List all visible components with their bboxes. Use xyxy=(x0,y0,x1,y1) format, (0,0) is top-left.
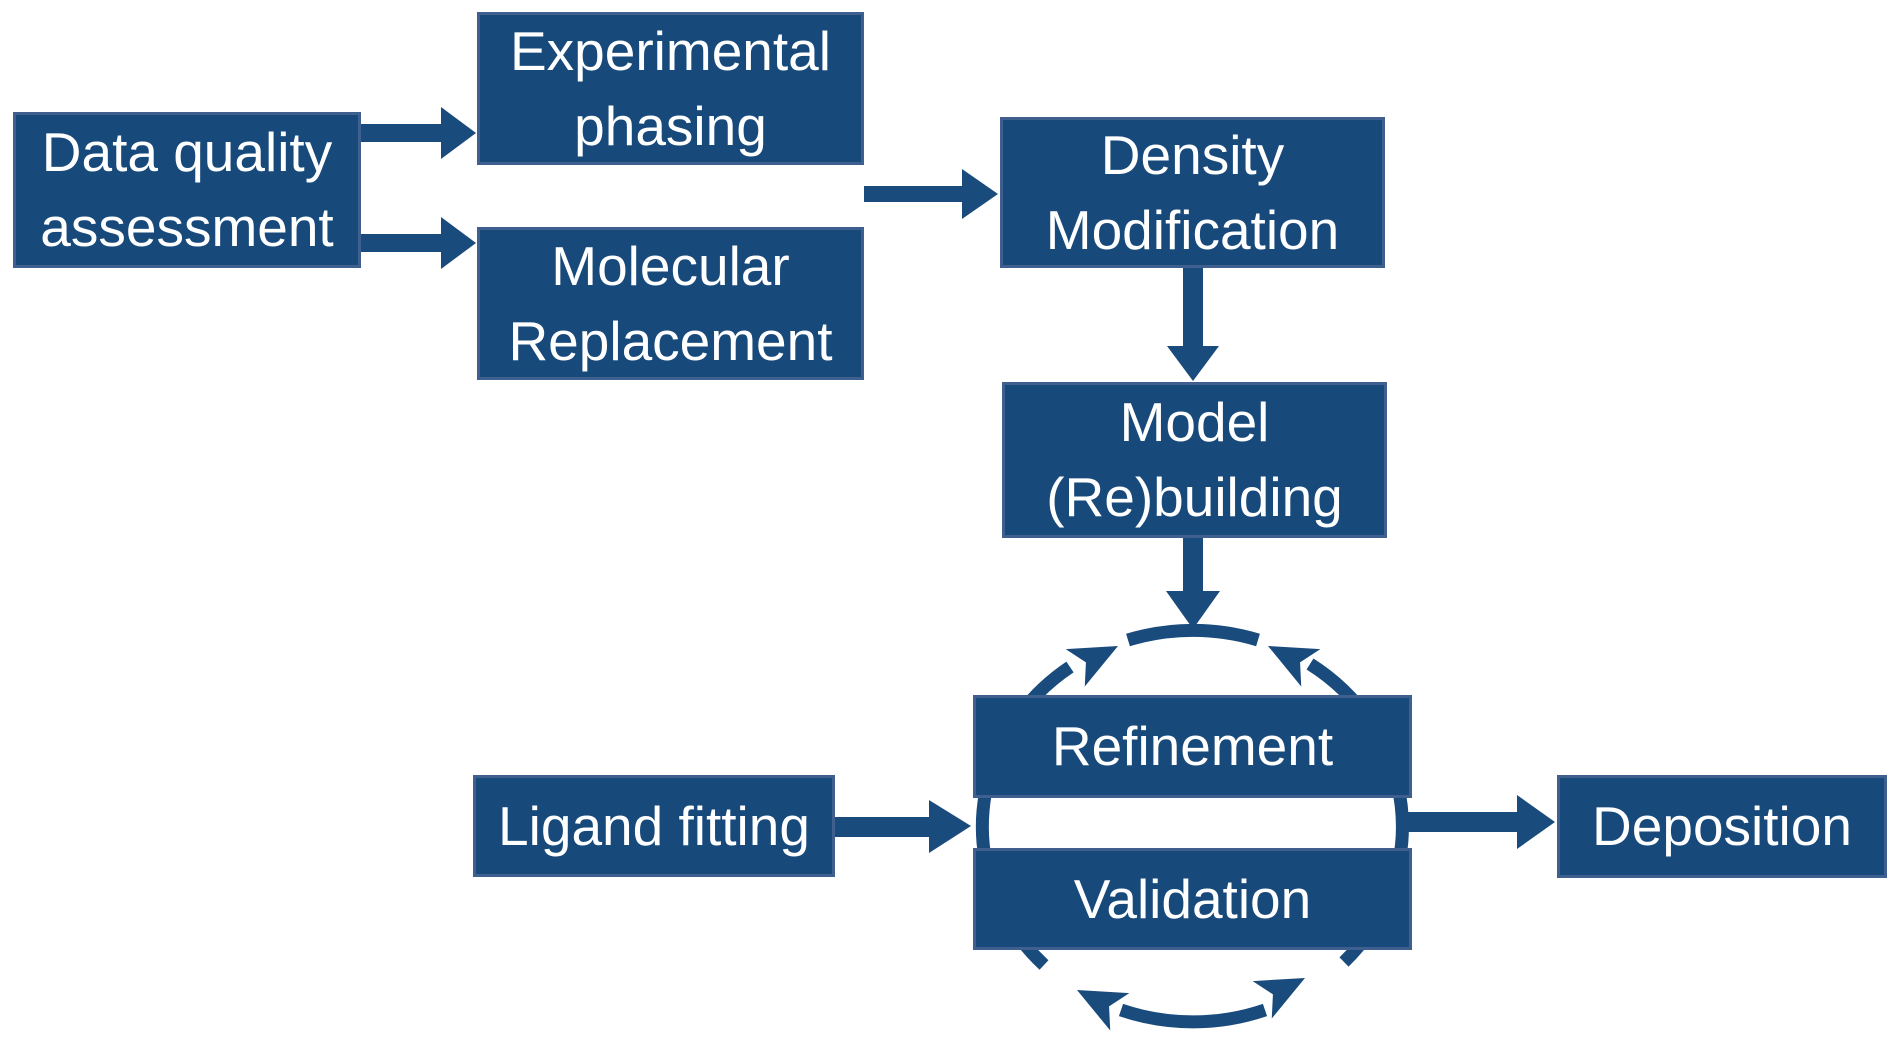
cycle-arc-bottom xyxy=(1118,1003,1268,1029)
node-label: Deposition xyxy=(1592,795,1852,857)
cycle-arrowhead-top-right xyxy=(1268,646,1321,687)
node-label-line: (Re)building xyxy=(1046,466,1343,528)
cycle-arrowhead-bottom-left xyxy=(1077,990,1130,1031)
node-label-line: phasing xyxy=(574,94,767,157)
node-label-line: Replacement xyxy=(508,309,833,372)
arrow-data-quality-to-experimental-phasing xyxy=(361,107,476,159)
node-label-line: assessment xyxy=(40,196,334,258)
cycle-gap-mask xyxy=(990,797,1395,849)
node-label: Refinement xyxy=(1051,715,1334,777)
node-refinement: Refinement xyxy=(973,695,1412,798)
arrow-phasing-to-density-modification xyxy=(864,169,998,219)
refinement-validation-cycle-ring xyxy=(975,623,1409,1031)
node-ligand-fitting: Ligand fitting xyxy=(473,775,835,877)
cycle-arrowhead-top-left xyxy=(1065,646,1118,687)
node-validation: Validation xyxy=(973,848,1412,950)
node-deposition: Deposition xyxy=(1557,775,1887,878)
node-label-line: Experimental xyxy=(510,19,831,82)
arrow-cycle-to-deposition xyxy=(1408,795,1555,849)
cycle-arrowhead-bottom-right xyxy=(1252,978,1305,1019)
node-data-quality-assessment: Data quality assessment xyxy=(13,112,361,268)
arrow-ligand-fitting-to-cycle xyxy=(835,800,971,853)
node-label-line: Model xyxy=(1119,391,1270,453)
node-label-line: Modification xyxy=(1045,198,1340,261)
node-label-line: Data quality xyxy=(41,121,333,183)
node-experimental-phasing: Experimental phasing xyxy=(477,12,864,165)
node-label-line: Molecular xyxy=(551,234,790,297)
node-molecular-replacement: Molecular Replacement xyxy=(477,227,864,380)
arrow-model-rebuilding-to-cycle xyxy=(1166,538,1220,629)
node-density-modification: Density Modification xyxy=(1000,117,1385,268)
node-label: Validation xyxy=(1073,867,1312,930)
node-label-line: Density xyxy=(1100,123,1285,186)
cycle-arc-top xyxy=(1126,623,1260,647)
node-label: Ligand fitting xyxy=(498,794,810,857)
node-model-rebuilding: Model (Re)building xyxy=(1002,382,1387,538)
arrow-data-quality-to-molecular-replacement xyxy=(361,217,476,269)
arrow-density-modification-to-model-rebuilding xyxy=(1167,268,1219,381)
